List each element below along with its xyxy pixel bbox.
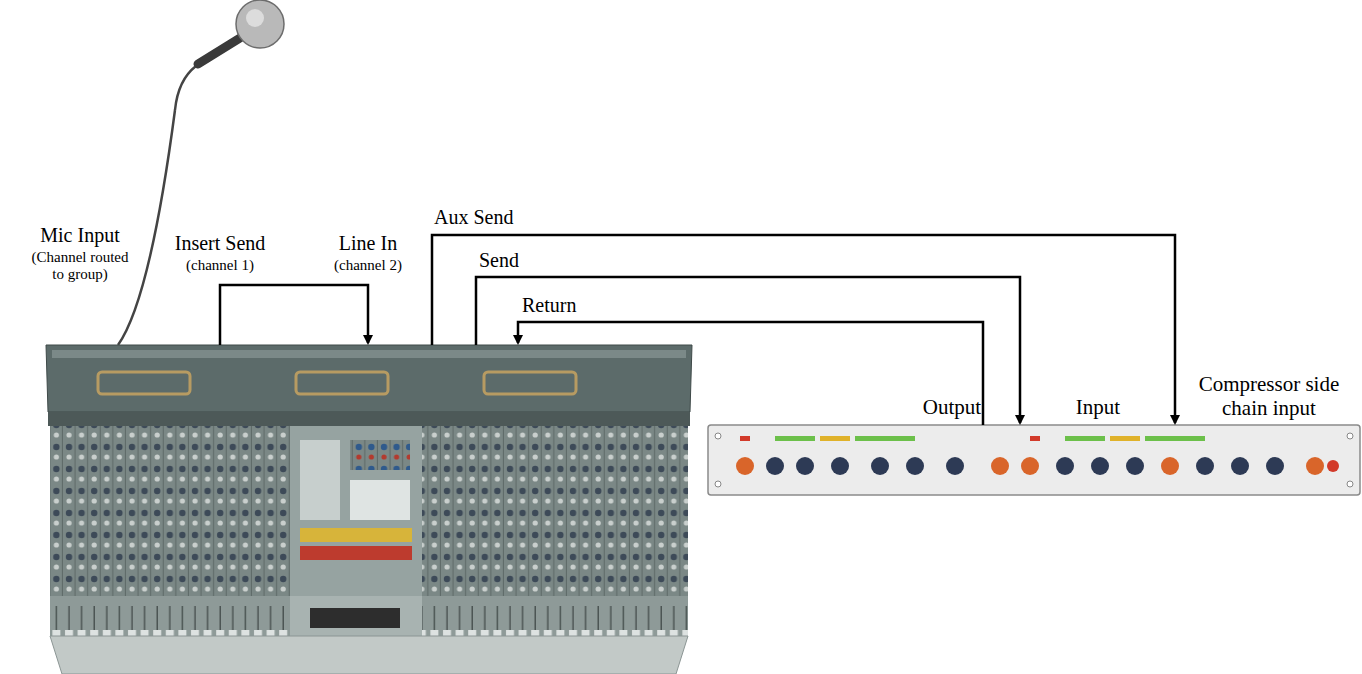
connector-note: (channel 1): [186, 257, 254, 274]
connector-label: Line In: [339, 232, 397, 255]
compressor-unit: [708, 425, 1360, 495]
connector-label: Aux Send: [434, 206, 513, 229]
connector-label: Send: [479, 249, 519, 272]
connector-label: Output: [923, 395, 981, 419]
signal-wire: [220, 235, 1175, 425]
connector-label: Insert Send: [175, 232, 266, 255]
mixing-console: [46, 345, 692, 674]
connector-label: Input: [1076, 395, 1120, 419]
connector-label: Mic Input: [40, 224, 119, 247]
microphone: [118, 0, 284, 345]
connector-label: Compressor side chain input: [1181, 372, 1357, 420]
connector-label: Return: [522, 294, 576, 317]
connector-note: (channel 2): [334, 257, 402, 274]
connector-note: (Channel routed to group): [24, 249, 136, 284]
